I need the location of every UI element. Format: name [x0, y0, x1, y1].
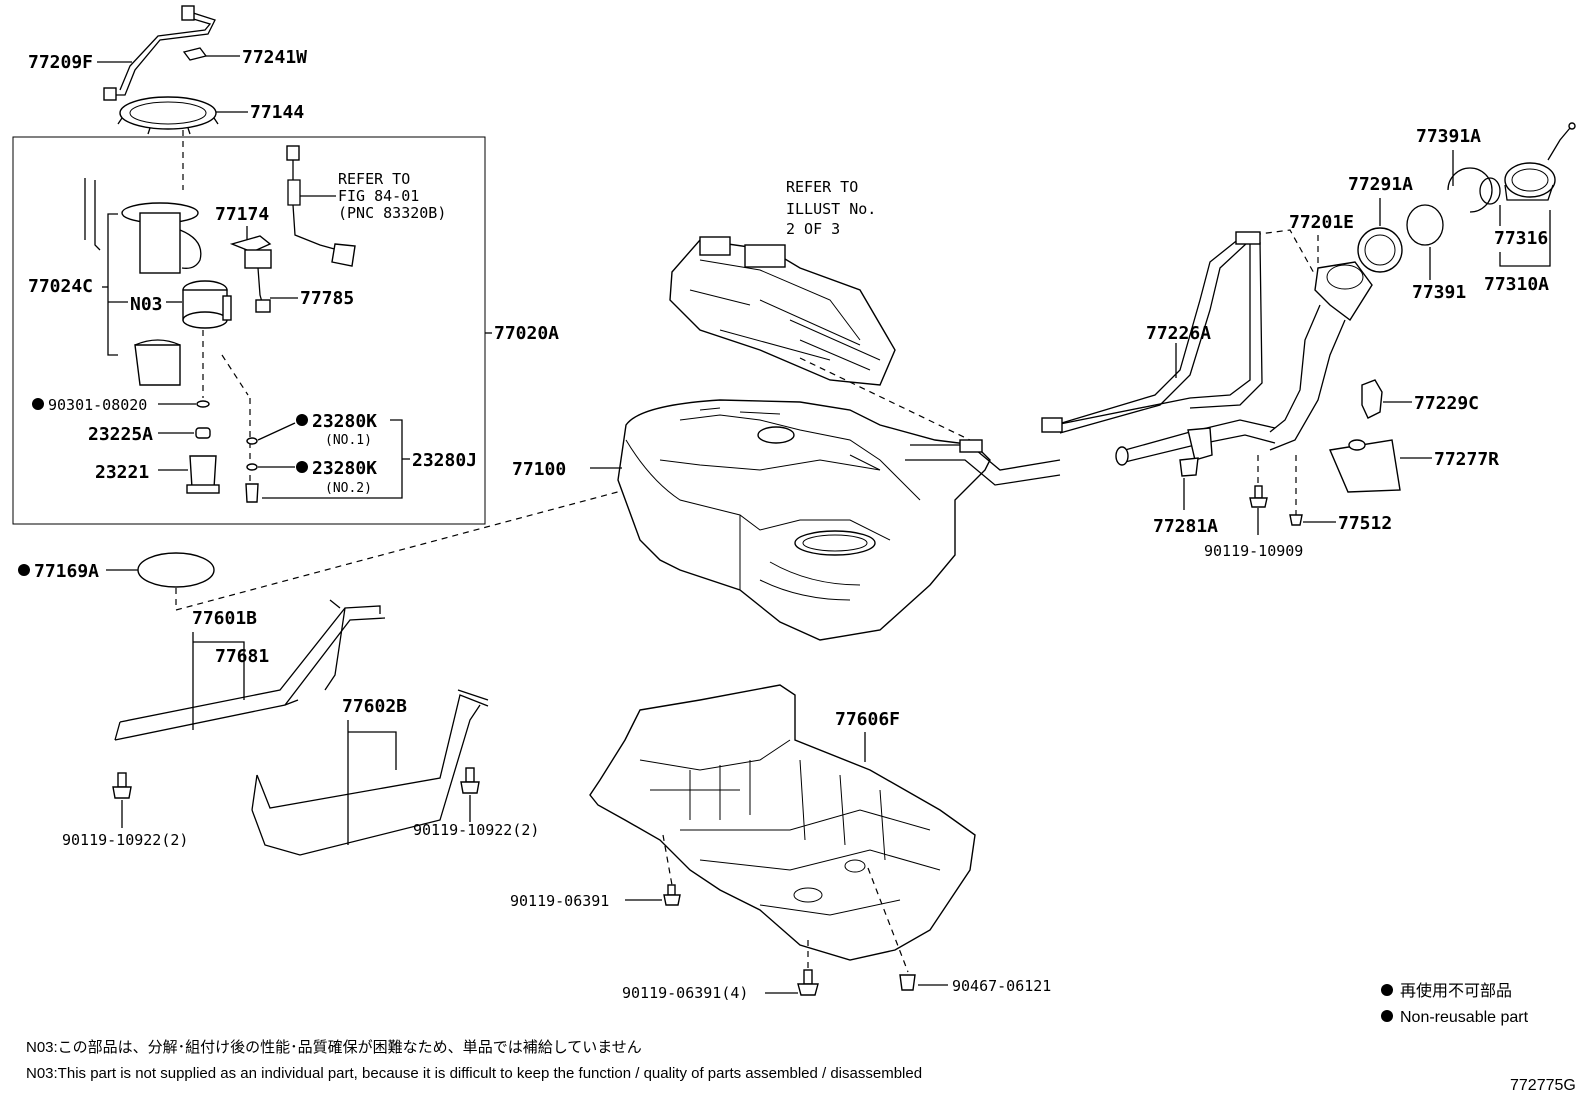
- valve-77229C: [1361, 379, 1383, 419]
- svg-text:(NO.2): (NO.2): [325, 481, 372, 496]
- legend-bullet-en: [1381, 1010, 1393, 1022]
- ring-77291A: [1357, 227, 1403, 273]
- clip-part: [182, 47, 208, 61]
- label-90119-10922-a: 90119-10922(2): [62, 831, 188, 849]
- label-23280J: 23280J: [412, 450, 477, 471]
- label-77512: 77512: [1338, 513, 1392, 534]
- label-77606F: 77606F: [835, 709, 900, 730]
- tank-gasket: [137, 552, 215, 588]
- ring-77391: [1406, 204, 1444, 246]
- wire-harness: [286, 145, 356, 267]
- svg-text:(PNC 83320B): (PNC 83320B): [338, 204, 446, 222]
- label-77681: 77681: [215, 646, 269, 667]
- fuel-tank-protector: [589, 684, 976, 961]
- svg-text:REFER TO: REFER TO: [786, 178, 858, 196]
- fuel-cap: [1504, 122, 1576, 201]
- label-77241W: 77241W: [242, 47, 307, 68]
- bolt: [112, 772, 132, 799]
- bolt: [1249, 485, 1268, 508]
- label-23280K-2: 23280K: [312, 458, 377, 479]
- label-77316: 77316: [1494, 228, 1548, 249]
- pump-assembly-box: [12, 136, 486, 525]
- label-77024C: 77024C: [28, 276, 93, 297]
- label-77601B: 77601B: [192, 608, 257, 629]
- label-77277R: 77277R: [1434, 449, 1499, 470]
- tank-strap-front: [114, 599, 386, 741]
- label-77785: 77785: [300, 288, 354, 309]
- bolt: [797, 940, 819, 996]
- note-jp: N03:この部品は、分解･組付け後の性能･品質確保が困難なため、単品では補給して…: [26, 1038, 642, 1056]
- fuel-pump-body: [84, 178, 232, 386]
- label-90119-10922-b: 90119-10922(2): [413, 821, 539, 839]
- label-77020A: 77020A: [494, 323, 559, 344]
- note-en: N03:This part is not supplied as an indi…: [26, 1065, 922, 1082]
- label-90119-06391-4: 90119-06391(4): [622, 984, 748, 1002]
- label-77281A: 77281A: [1153, 516, 1218, 537]
- fuel-tube-assembly: [103, 5, 216, 101]
- svg-text:REFER TO: REFER TO: [338, 170, 410, 188]
- bolt: [662, 834, 681, 906]
- label-N03: N03: [130, 294, 163, 315]
- clip-77512: [1289, 514, 1303, 526]
- clip-90467: [867, 867, 916, 991]
- charcoal-canister: [669, 236, 896, 386]
- label-77310A: 77310A: [1484, 274, 1549, 295]
- gasket-77391A: [1447, 167, 1493, 213]
- oring-77316: [1479, 177, 1501, 205]
- label-77201E: 77201E: [1289, 212, 1354, 233]
- label-90119-06391: 90119-06391: [510, 892, 609, 910]
- label-77169A: 77169A: [34, 561, 99, 582]
- filler-pipe: [1041, 231, 1373, 477]
- fuel-tank: [617, 399, 1061, 641]
- label-77602B: 77602B: [342, 696, 407, 717]
- label-77391A: 77391A: [1416, 126, 1481, 147]
- figure-code: 772775G: [1510, 1077, 1576, 1094]
- label-77226A: 77226A: [1146, 323, 1211, 344]
- label-77209F: 77209F: [28, 52, 93, 73]
- svg-text:ILLUST No.: ILLUST No.: [786, 200, 876, 218]
- protector-77277R: [1329, 439, 1401, 493]
- legend-en: Non-reusable part: [1400, 1009, 1529, 1026]
- svg-text:(NO.1): (NO.1): [325, 433, 372, 448]
- refer-illust-text: REFER TO ILLUST No. 2 OF 3: [786, 178, 876, 238]
- label-77391: 77391: [1412, 282, 1466, 303]
- label-23221: 23221: [95, 462, 149, 483]
- label-90467-06121: 90467-06121: [952, 977, 1051, 995]
- label-23225A: 23225A: [88, 424, 153, 445]
- label-77144: 77144: [250, 102, 304, 123]
- label-77174: 77174: [215, 204, 269, 225]
- label-23280K-1: 23280K: [312, 411, 377, 432]
- refer-fig-text: REFER TO FIG 84-01 (PNC 83320B): [338, 170, 446, 222]
- retainer-ring: [117, 96, 219, 135]
- svg-text:2 OF 3: 2 OF 3: [786, 220, 840, 238]
- tank-strap-rear: [251, 689, 489, 856]
- label-77291A: 77291A: [1348, 174, 1413, 195]
- bolt: [460, 767, 480, 794]
- legend-jp: 再使用不可部品: [1400, 982, 1512, 1000]
- legend-bullet-jp: [1381, 984, 1393, 996]
- label-77229C: 77229C: [1414, 393, 1479, 414]
- svg-text:FIG 84-01: FIG 84-01: [338, 187, 419, 205]
- label-77100: 77100: [512, 459, 566, 480]
- label-90301-08020: 90301-08020: [48, 396, 147, 414]
- sender-connector: [244, 249, 272, 313]
- label-90119-10909: 90119-10909: [1204, 542, 1303, 560]
